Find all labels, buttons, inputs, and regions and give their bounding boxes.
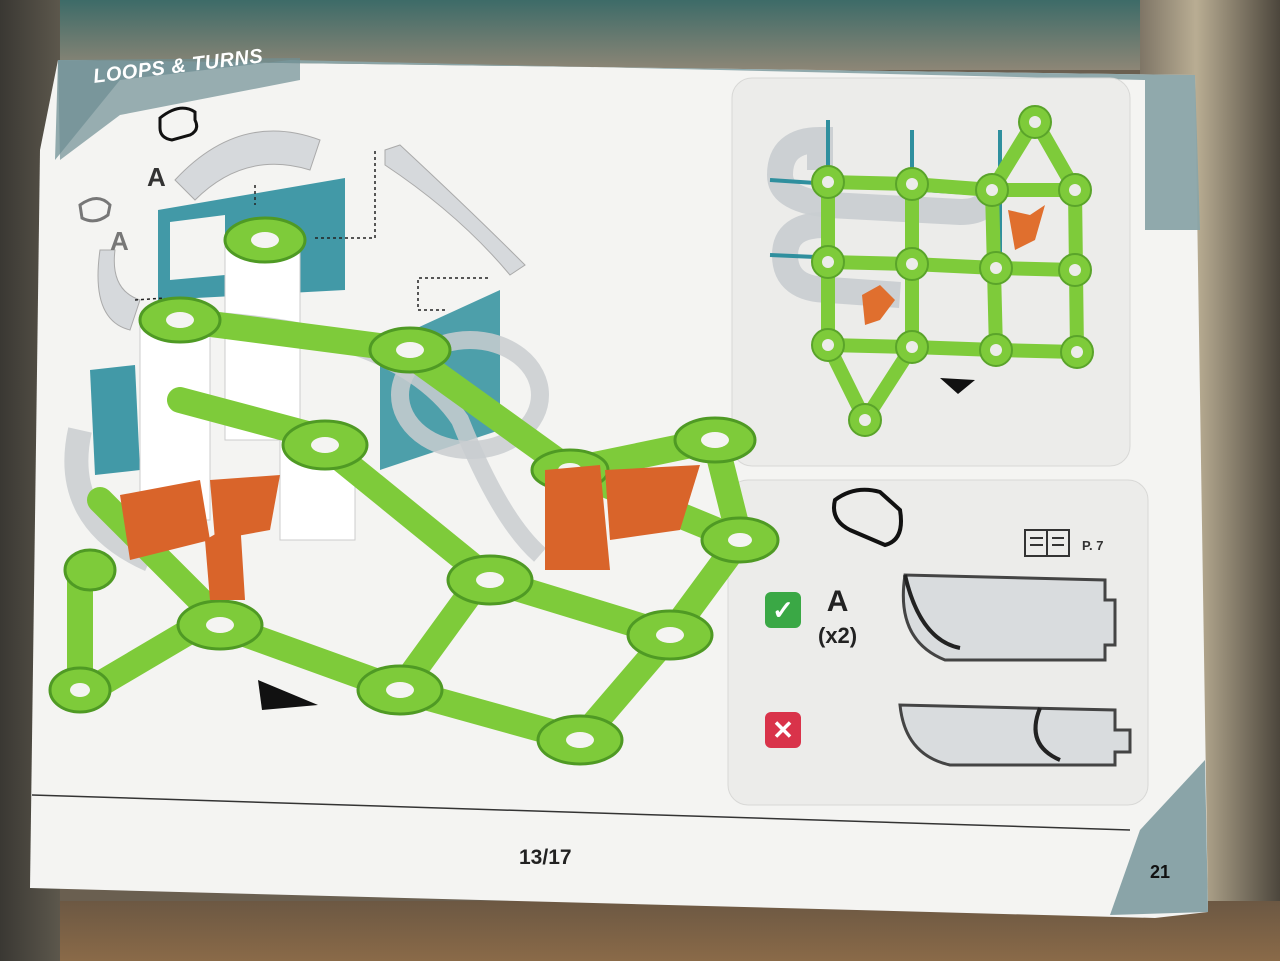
- direction-arrow-main: [258, 680, 318, 710]
- part-label-a-left: A: [110, 226, 129, 256]
- check-icon: ✓: [765, 592, 801, 628]
- piece-part-label: A: [826, 585, 849, 618]
- top-view-diagram: [766, 105, 1094, 437]
- cross-icon: ✕: [765, 712, 801, 748]
- corner-band: [1110, 760, 1208, 915]
- bottom-rule: [31, 794, 1131, 831]
- header-band: [55, 60, 1200, 230]
- correct-piece-drawing: [901, 573, 1117, 662]
- quantity-label: A (x2): [818, 585, 857, 649]
- page-number: 21: [1150, 862, 1171, 882]
- assembly-diagram: [48, 130, 780, 766]
- track-piece-a-top: [174, 130, 321, 201]
- step-counter: 13/17: [519, 846, 572, 869]
- direction-arrow-top-view: [940, 378, 975, 394]
- part-label-a-top: A: [147, 162, 166, 192]
- book-icon: [1024, 529, 1070, 557]
- hand-icon-panel: [832, 487, 903, 548]
- wrong-piece-drawing: [898, 703, 1132, 767]
- page-reference: P. 7: [1082, 538, 1104, 553]
- track-piece-straight: [384, 144, 526, 276]
- background-top: [0, 0, 1280, 70]
- track-piece-a-left: [97, 249, 141, 331]
- hand-icon-left: [78, 197, 112, 223]
- hand-icon-top: [158, 106, 199, 142]
- piece-quantity: (x2): [818, 623, 858, 648]
